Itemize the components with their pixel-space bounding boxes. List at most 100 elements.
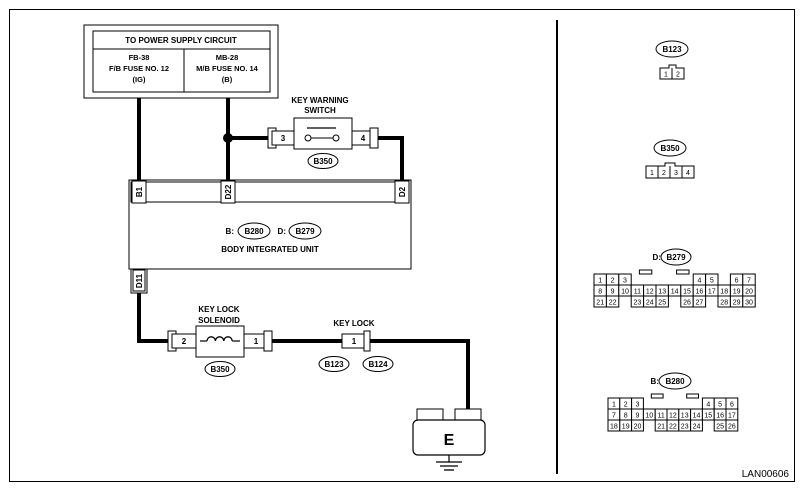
- key-lock-solenoid-pin-1: 1: [254, 337, 259, 346]
- solenoid-coil-icon: [206, 336, 233, 342]
- key-warning-switch-label-1: KEY WARNING: [291, 96, 348, 105]
- connector-b280-pin-12: 12: [669, 413, 677, 420]
- biu-pin-d2: D2: [398, 186, 407, 197]
- connector-b279-pin-13: 13: [658, 289, 666, 296]
- connector-b280-pin-21: 21: [657, 424, 665, 431]
- connector-b279-pin-28: 28: [720, 300, 728, 307]
- figure-id: LAN00606: [742, 469, 790, 480]
- key-warning-switch: KEY WARNING SWITCH 3 4 B350: [267, 96, 379, 169]
- connector-b280-pin-10: 10: [645, 413, 653, 420]
- connector-b280-pin-7: 7: [612, 413, 616, 420]
- biu-connector-prefix-b: B:: [226, 227, 234, 236]
- ground-label: E: [444, 432, 455, 449]
- connector-b350-pin-1: 1: [650, 170, 654, 177]
- connector-b279-pin-1: 1: [598, 278, 602, 285]
- connector-b350-label: B350: [660, 144, 680, 153]
- connector-b279-pin-25: 25: [658, 300, 666, 307]
- connector-b279-pin-27: 27: [696, 300, 704, 307]
- connector-b350-pin-2: 2: [662, 170, 666, 177]
- connector-b280-pin-11: 11: [657, 413, 664, 420]
- connector-b279-pin-11: 11: [634, 289, 641, 296]
- power-supply-left-line2: F/B FUSE NO. 12: [109, 64, 169, 73]
- wire-junction: [223, 133, 233, 143]
- power-supply-left-line1: FB-38: [129, 53, 150, 62]
- connector-b350-pin-3: 3: [674, 170, 678, 177]
- connector-b279-pin-12: 12: [646, 289, 654, 296]
- biu-connector-b279: B279: [295, 227, 315, 236]
- connector-b279-pin-6: 6: [735, 278, 739, 285]
- connector-b280-pin-5: 5: [718, 402, 722, 409]
- key-lock-label: KEY LOCK: [333, 319, 374, 328]
- connector-b279-pin-24: 24: [646, 300, 654, 307]
- key-lock-solenoid-label-2: SOLENOID: [198, 316, 240, 325]
- connector-view-b350: B350 1 2 3 4: [645, 139, 695, 179]
- power-supply-right-line2: M/B FUSE NO. 14: [196, 64, 259, 73]
- connector-b279-pin-10: 10: [621, 289, 629, 296]
- connector-b280-pin-1: 1: [612, 402, 616, 409]
- connector-b280-prefix: B:: [651, 377, 659, 386]
- key-lock-solenoid-label-1: KEY LOCK: [198, 305, 239, 314]
- key-lock-connector-b123: B123: [324, 360, 344, 369]
- connector-b280-pin-20: 20: [634, 424, 642, 431]
- ground-point: E: [412, 408, 486, 471]
- connector-b280-pin-26: 26: [728, 424, 736, 431]
- biu-pin-d22: D22: [224, 184, 233, 199]
- power-supply-right-line3: (B): [222, 75, 233, 84]
- connector-b279-pin-30: 30: [745, 300, 753, 307]
- key-lock-solenoid-connector: B350: [210, 365, 230, 374]
- connector-b280-pin-19: 19: [622, 424, 630, 431]
- key-warning-switch-pin-4: 4: [361, 134, 366, 143]
- connector-b279-label: B279: [666, 253, 686, 262]
- connector-b280-label: B280: [665, 377, 685, 386]
- connector-b280-pin-13: 13: [681, 413, 689, 420]
- diagram-frame: [9, 9, 795, 482]
- key-warning-switch-connector: B350: [313, 157, 333, 166]
- connector-b279-pin-7: 7: [747, 278, 751, 285]
- connector-b280-pin-16: 16: [716, 413, 724, 420]
- wire-d11-to-solenoid: [137, 292, 172, 343]
- connector-b279-pin-21: 21: [596, 300, 604, 307]
- connector-b280-pin-18: 18: [610, 424, 618, 431]
- key-lock-solenoid-pin-2: 2: [182, 337, 187, 346]
- power-supply-left-line3: (IG): [133, 75, 146, 84]
- connector-b279-prefix: D:: [653, 253, 661, 262]
- connector-b123-pin-2: 2: [676, 72, 680, 79]
- connector-b280-pin-22: 22: [669, 424, 677, 431]
- connector-b280-pin-2: 2: [624, 402, 628, 409]
- connector-b350-pin-4: 4: [686, 170, 690, 177]
- connector-b279-pin-29: 29: [733, 300, 741, 307]
- biu-pin-b1: B1: [135, 186, 144, 197]
- biu-connector-prefix-d: D:: [278, 227, 286, 236]
- key-lock-pin-1: 1: [352, 337, 357, 346]
- connector-b280-pin-17: 17: [728, 413, 736, 420]
- power-supply-right-line1: MB-28: [216, 53, 239, 62]
- connector-b280-pin-14: 14: [693, 413, 701, 420]
- connector-b280-pin-25: 25: [716, 424, 724, 431]
- key-lock-connector-b124: B124: [368, 360, 388, 369]
- body-integrated-unit: B1 D22 D2 B: B280 D: B279 BODY INTEGRATE…: [128, 179, 412, 294]
- power-supply-title: TO POWER SUPPLY CIRCUIT: [125, 36, 237, 45]
- connector-b280-pin-3: 3: [636, 402, 640, 409]
- connector-b279-pin-17: 17: [708, 289, 716, 296]
- connector-b279-pin-4: 4: [697, 278, 701, 285]
- key-lock: KEY LOCK 1 B123 B124: [318, 319, 394, 372]
- ground-symbol-icon: [436, 461, 462, 471]
- connector-b279-pin-26: 26: [683, 300, 691, 307]
- connector-b279-pin-2: 2: [611, 278, 615, 285]
- connector-b279-pin-9: 9: [611, 289, 615, 296]
- wires: [137, 98, 470, 411]
- connector-b280-pin-6: 6: [730, 402, 734, 409]
- connector-b279-pin-19: 19: [733, 289, 741, 296]
- connector-b280-pin-24: 24: [693, 424, 701, 431]
- connector-b280-pin-15: 15: [704, 413, 712, 420]
- connector-b279-pin-3: 3: [623, 278, 627, 285]
- key-lock-solenoid: KEY LOCK SOLENOID 2 1 B350: [167, 305, 273, 377]
- connector-b280-pin-9: 9: [636, 413, 640, 420]
- power-supply-box: TO POWER SUPPLY CIRCUIT FB-38 F/B FUSE N…: [83, 24, 279, 99]
- key-warning-switch-pin-3: 3: [281, 134, 286, 143]
